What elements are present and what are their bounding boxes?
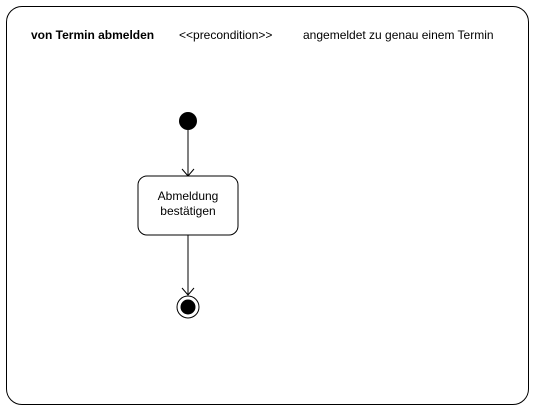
precondition-stereotype: <<precondition>> [179,28,273,42]
activity-frame [6,6,529,405]
activity-title: von Termin abmelden [31,28,155,42]
flow-arrowhead-2 [181,287,195,296]
initial-node [179,112,197,130]
action-label-line-2: bestätigen [160,204,216,218]
precondition-text: angemeldet zu genau einem Termin [303,28,494,42]
action-label-line-1: Abmeldung [157,189,219,203]
action-label: Abmeldung bestätigen [138,189,238,219]
final-node-dot [180,299,196,315]
